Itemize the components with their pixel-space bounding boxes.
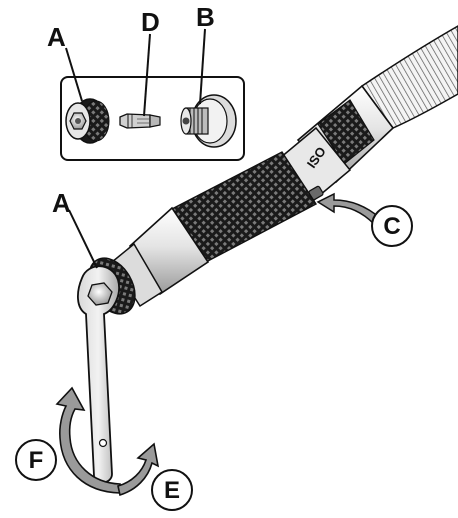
label-inset-d: D — [141, 7, 160, 37]
air-hose — [360, 25, 458, 129]
rotation-arrow-f — [55, 386, 121, 494]
label-inset-a: A — [47, 22, 66, 52]
callout-c: C — [371, 205, 413, 247]
rear-grip — [317, 99, 375, 165]
leader-main-a — [68, 209, 98, 269]
die-grinder-body: ISO — [111, 84, 395, 308]
label-c: C — [383, 213, 400, 240]
collet-wrench — [77, 265, 120, 484]
inset-collet-nut — [65, 98, 110, 144]
leader-inset-b — [199, 28, 206, 105]
label-inset-b: B — [196, 2, 215, 32]
wrench-nut-hex — [87, 282, 113, 306]
label-e: E — [164, 477, 180, 504]
inset-collet — [119, 113, 161, 129]
leader-inset-a — [65, 47, 83, 102]
label-main-a: A — [52, 188, 71, 218]
rotation-arrow-e — [117, 442, 160, 497]
callout-f: F — [15, 439, 57, 481]
callout-c-arrow — [316, 192, 382, 226]
leader-inset-d — [143, 33, 151, 117]
label-f: F — [29, 447, 44, 474]
inset-panel — [60, 28, 245, 161]
inset-spindle — [180, 94, 237, 148]
callout-e: E — [151, 469, 193, 511]
